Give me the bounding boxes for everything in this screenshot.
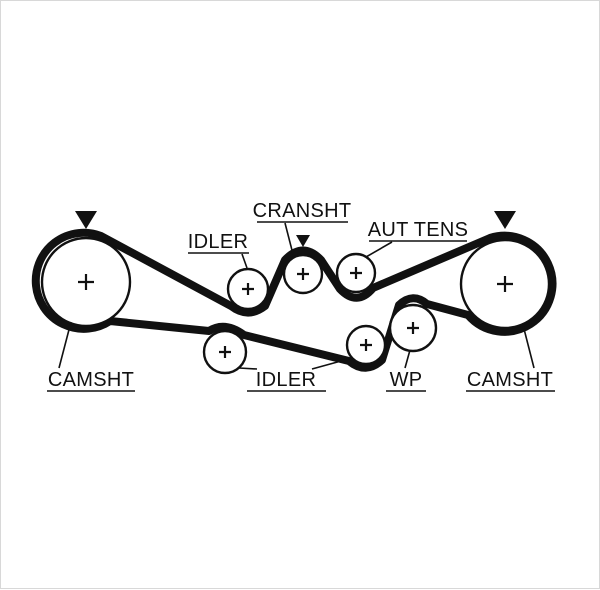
camshaft-right-pulley xyxy=(459,238,551,330)
leader-line-wp xyxy=(404,349,411,369)
leader-line-camsht-right xyxy=(522,324,535,369)
leader-line-cransht xyxy=(284,222,295,259)
label-wp: WP xyxy=(390,369,423,391)
tensioner-pulley xyxy=(335,252,377,294)
direction-arrow-left-camshaft-icon xyxy=(75,211,97,229)
idler-lower-right-pulley xyxy=(345,324,387,366)
label-camsht-left: CAMSHT xyxy=(48,369,134,391)
leader-line-camsht-left xyxy=(58,321,72,369)
leader-line-idler-bottom-right xyxy=(311,357,353,370)
direction-arrow-crankshaft-icon xyxy=(296,235,310,247)
crankshaft-pulley xyxy=(282,253,324,295)
idler-lower-left-plus-mark xyxy=(219,346,231,358)
direction-arrow-right-camshaft-icon xyxy=(494,211,516,229)
label-idler-bottom: IDLER xyxy=(256,369,316,391)
tensioner-plus-mark xyxy=(350,267,362,279)
leader-line-idler-top xyxy=(241,253,248,269)
leader-line-idler-bottom-left xyxy=(238,367,258,370)
timing-belt xyxy=(31,228,557,372)
idler-lower-right-plus-mark xyxy=(360,339,372,351)
label-cransht: CRANSHT xyxy=(253,200,352,222)
label-aut-tens: AUT TENS xyxy=(368,219,469,241)
idler-upper-plus-mark xyxy=(242,283,254,295)
camshaft-left-pulley xyxy=(40,236,132,328)
idler-upper-pulley xyxy=(226,267,270,311)
water-pump-pulley xyxy=(388,303,438,353)
crankshaft-plus-mark xyxy=(297,268,309,280)
water-pump-plus-mark xyxy=(407,322,419,334)
camshaft-right-plus-mark xyxy=(497,276,513,292)
label-idler-top: IDLER xyxy=(188,231,248,253)
idler-lower-left-pulley xyxy=(202,329,248,375)
camshaft-left-plus-mark xyxy=(78,274,94,290)
label-camsht-right: CAMSHT xyxy=(467,369,553,391)
leader-line-aut-tens xyxy=(365,241,393,258)
